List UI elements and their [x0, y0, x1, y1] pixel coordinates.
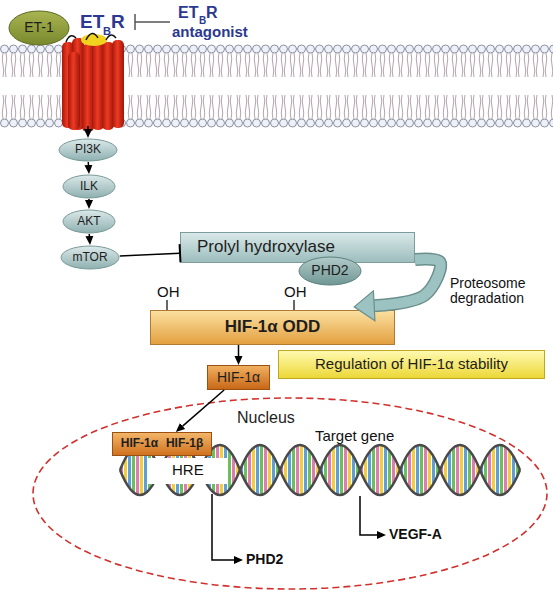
antagonist-label: antagonist [172, 24, 248, 41]
domain-box: HIF-1α ODD [150, 310, 395, 345]
hydroxyl-label: OH [157, 284, 180, 301]
node-text: HIF-1α [217, 370, 260, 385]
node-text: Nucleus [237, 409, 295, 427]
element-label: HRE [172, 462, 204, 479]
nucleus-ellipse: NucleusHIF-1α HIF-1β [32, 397, 548, 590]
kinase-ellipse: mTOR [60, 245, 120, 270]
signal-arrow [87, 126, 89, 129]
connector-path [87, 162, 89, 165]
complex-box: HIF-1α HIF-1β [112, 432, 212, 456]
node-text: ILK [80, 180, 98, 193]
receptor-subscript: B [103, 25, 111, 37]
enzyme-ellipse: PHD2 [298, 256, 362, 286]
connector-path [89, 234, 91, 236]
connector-path [374, 259, 440, 306]
enzyme-box: Prolyl hydroxylase [180, 232, 415, 263]
node-text: PI3K [75, 143, 101, 156]
ligand-ellipse: ET-1 [8, 10, 70, 46]
product-label: VEGF-A [389, 527, 442, 542]
node-shape [59, 139, 117, 161]
inhibition-connector [120, 244, 181, 262]
node-text: Prolyl hydroxylase [197, 238, 335, 257]
node-shape [63, 210, 115, 233]
inhibition-line [135, 14, 170, 30]
note-box: Regulation of HIF-1α stability [278, 350, 545, 379]
signal-arrow [183, 390, 225, 426]
connector-path [120, 253, 180, 256]
signal-arrow [238, 345, 239, 356]
node-text: ET-1 [24, 20, 54, 35]
gene-label: Target gene [315, 428, 394, 445]
connector-path [238, 345, 240, 356]
kinase-ellipse: PI3K [58, 138, 118, 162]
node-text: AKT [77, 215, 100, 228]
receptor-name: ET [80, 12, 104, 33]
node-shape [9, 11, 69, 45]
node-shape [33, 398, 547, 589]
node-shape [299, 257, 361, 285]
node-text: Regulation of HIF-1α stability [315, 356, 508, 373]
antagonist-label: R [206, 4, 218, 22]
kinase-ellipse: AKT [62, 209, 116, 234]
expression-arrow [212, 494, 377, 560]
hydroxyl-bond [167, 300, 294, 310]
node-text: HIF-1β [166, 437, 203, 450]
degradation-arrow [374, 259, 440, 306]
protein-box: HIF-1α [207, 365, 270, 390]
edge-label: Proteosome degradation [450, 276, 550, 307]
connector-path [183, 390, 225, 426]
signal-arrow [89, 199, 90, 200]
hydroxyl-label: OH [284, 284, 307, 301]
product-label: PHD2 [246, 552, 283, 567]
antagonist-subscript: B [199, 15, 206, 26]
signal-arrow [89, 234, 90, 236]
receptor-name: R [111, 12, 125, 33]
antagonist-label: ET [178, 4, 198, 22]
node-shape [63, 175, 115, 198]
node-text: PHD2 [311, 263, 348, 278]
inhibition-bar [179, 244, 182, 262]
node-shape [61, 246, 119, 269]
arrow-outline [374, 259, 440, 306]
node-text: HIF-1α ODD [225, 318, 320, 337]
connector-path [88, 199, 90, 200]
receptor-helices [62, 33, 124, 132]
node-text: mTOR [72, 251, 107, 264]
kinase-ellipse: ILK [62, 174, 116, 199]
node-text: HIF-1α [121, 437, 158, 450]
signal-arrow [88, 162, 89, 165]
